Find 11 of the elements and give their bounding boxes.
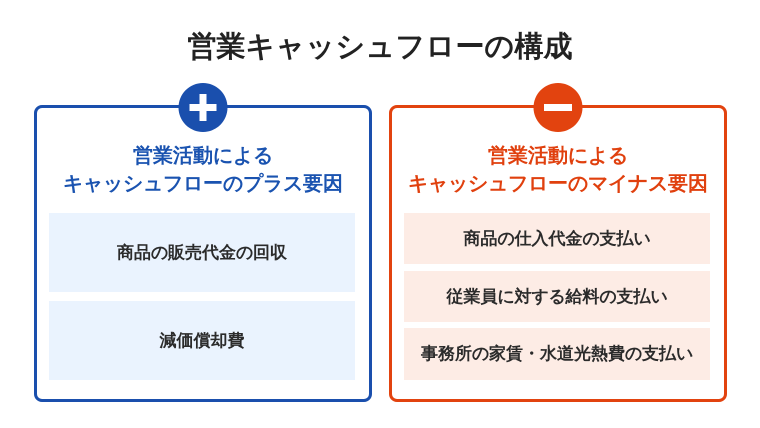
item-box [404,328,710,380]
panel-heading: 営業活動によるキャッシュフローのマイナス要因 [408,142,708,197]
item-text: 事務所の家賃・水道光熱費の支払い [421,343,693,366]
item-text: 商品の仕入代金の支払い [464,228,650,250]
item-box [404,213,710,264]
item-text: 従業員に対する給料の支払い [446,286,668,308]
item-text: 商品の販売代金の回収 [117,242,287,264]
item-box [404,271,710,322]
item-text: 減価償却費 [160,330,244,352]
title: 営業キャッシュフローの構成 [188,28,572,64]
panel-heading: 営業活動によるキャッシュフローのプラス要因 [63,142,343,197]
